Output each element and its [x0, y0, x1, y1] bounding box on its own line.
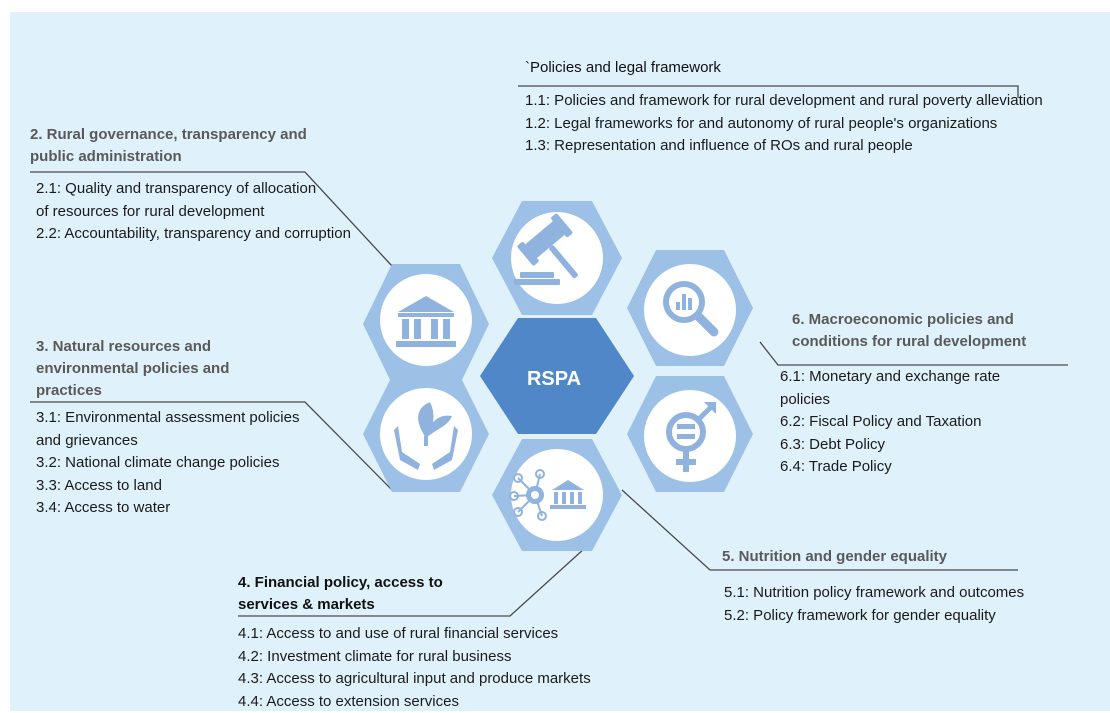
list-item: 3.2: National climate change policies [36, 452, 286, 475]
list-item: 3.1: Environmental assessment policies a… [36, 407, 306, 452]
pillar-3-heading-block: 3. Natural resources and environmental p… [36, 336, 296, 402]
list-item: 3.4: Access to water [36, 497, 306, 520]
list-item: 6.4: Trade Policy [780, 456, 1060, 479]
pillar-4-heading-block: 4. Financial policy, access to services … [238, 572, 498, 616]
list-item: 5.2: Policy framework for gender equalit… [724, 605, 1109, 628]
list-item: 1.2: Legal frameworks for and autonomy o… [525, 113, 1045, 136]
pillar-1-heading-block: `Policies and legal framework [525, 57, 1005, 79]
list-item: 4.3: Access to agricultural input and pr… [238, 668, 718, 691]
list-item: 6.1: Monetary and exchange rate policies [780, 366, 1040, 411]
list-item: 4.4: Access to extension services [238, 691, 718, 713]
pillar-1-items: 1.1: Policies and framework for rural de… [525, 90, 1045, 158]
pillar-1-heading: `Policies and legal framework [525, 57, 1005, 79]
pillar-5-heading: 5. Nutrition and gender equality [722, 546, 1022, 568]
list-item: 3.3: Access to land [36, 475, 306, 498]
pillar-6-items: 6.1: Monetary and exchange rate policies… [780, 366, 1060, 479]
center-label: RSPA [507, 365, 601, 393]
list-item: 4.1: Access to and use of rural financia… [238, 623, 718, 646]
list-item: 1.1: Policies and framework for rural de… [525, 90, 1045, 113]
pillar-3-items: 3.1: Environmental assessment policies a… [36, 407, 306, 520]
pillar-5-heading-block: 5. Nutrition and gender equality [722, 546, 1022, 568]
pillar-4-items: 4.1: Access to and use of rural financia… [238, 623, 718, 713]
pillar-6-heading-block: 6. Macroeconomic policies and conditions… [792, 309, 1082, 353]
list-item: 4.2: Investment climate for rural busine… [238, 646, 718, 669]
pillar-3-heading: 3. Natural resources and environmental p… [36, 336, 296, 402]
pillar-2-heading-block: 2. Rural governance, transparency and pu… [30, 124, 320, 168]
list-item: 5.1: Nutrition policy framework and outc… [724, 582, 1109, 605]
icon-circle-governance [380, 274, 472, 366]
list-item: 2.1: Quality and transparency of allocat… [36, 178, 326, 223]
pillar-4-heading: 4. Financial policy, access to services … [238, 572, 498, 616]
list-item: 6.3: Debt Policy [780, 434, 1060, 457]
pillar-2-items: 2.1: Quality and transparency of allocat… [36, 178, 356, 246]
list-item: 1.3: Representation and influence of ROs… [525, 135, 1045, 158]
list-item: 6.2: Fiscal Policy and Taxation [780, 411, 1060, 434]
pillar-2-heading: 2. Rural governance, transparency and pu… [30, 124, 320, 168]
list-item: 2.2: Accountability, transparency and co… [36, 223, 356, 246]
pillar-6-heading: 6. Macroeconomic policies and conditions… [792, 309, 1082, 353]
pillar-5-items: 5.1: Nutrition policy framework and outc… [724, 582, 1109, 627]
